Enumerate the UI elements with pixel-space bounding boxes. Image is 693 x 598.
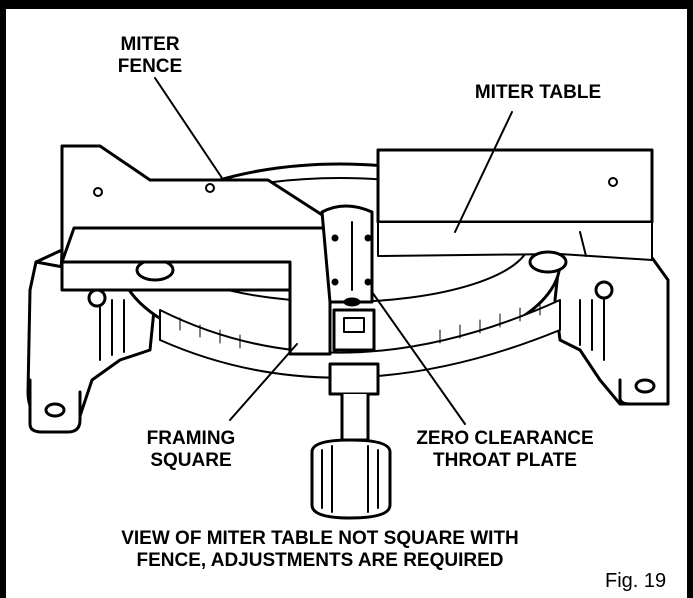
label-throat-plate: ZERO CLEARANCE THROAT PLATE xyxy=(405,428,605,472)
label-miter-table: MITER TABLE xyxy=(474,82,602,103)
handle-collar xyxy=(328,362,380,396)
left-foot-hole xyxy=(44,402,66,418)
right-bolt-hole xyxy=(594,280,614,300)
label-framing-square-line2: SQUARE xyxy=(150,450,232,471)
left-bolt-hole xyxy=(87,288,107,308)
miter-scale xyxy=(159,299,561,379)
right-fence-hole xyxy=(608,177,618,187)
figure-caption: VIEW OF MITER TABLE NOT SQUARE WITH FENC… xyxy=(90,528,550,572)
right-foot-hole xyxy=(634,378,656,394)
figure-number: Fig. 19 xyxy=(605,570,667,592)
leader-framing-square xyxy=(229,343,298,421)
leader-miter-table xyxy=(454,111,513,233)
right-clamp-knob xyxy=(528,250,568,274)
label-throat-plate-line2: THROAT PLATE xyxy=(433,450,577,471)
left-fence-hole-1 xyxy=(93,187,103,197)
label-framing-square: FRAMING SQUARE xyxy=(136,428,246,472)
label-framing-square-line1: FRAMING xyxy=(146,428,236,449)
caption-line2: FENCE, ADJUSTMENTS ARE REQUIRED xyxy=(136,550,504,571)
label-throat-plate-line1: ZERO CLEARANCE xyxy=(416,428,594,449)
label-miter-fence: MITER FENCE xyxy=(110,34,190,78)
handle-shaft xyxy=(340,392,370,442)
base-ribs xyxy=(99,299,605,361)
throat-plate xyxy=(320,204,374,304)
leader-miter-fence xyxy=(154,77,223,179)
left-fence-hole-2 xyxy=(205,183,215,193)
knob-grip xyxy=(321,445,379,513)
scale-ticks xyxy=(179,301,541,349)
leader-throat-plate xyxy=(371,291,466,425)
right-fence-base xyxy=(377,221,653,261)
caption-line1: VIEW OF MITER TABLE NOT SQUARE WITH xyxy=(121,528,519,549)
label-miter-fence-line2: FENCE xyxy=(117,56,183,77)
label-miter-fence-line1: MITER xyxy=(120,34,180,55)
